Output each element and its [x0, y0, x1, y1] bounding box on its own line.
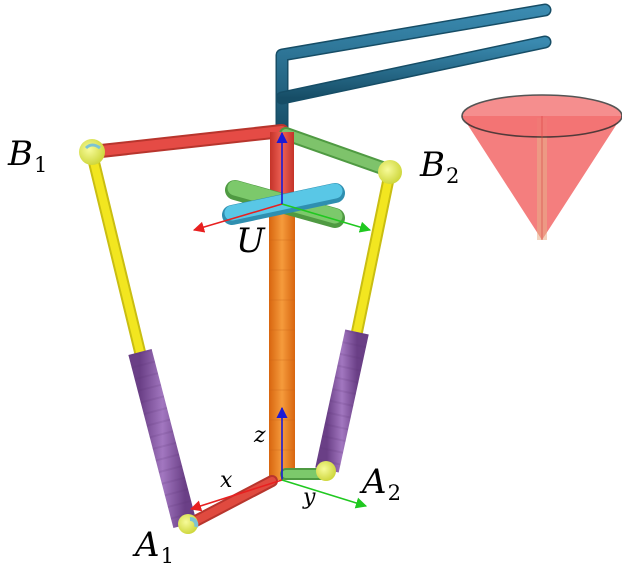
left-leg-lower [128, 348, 197, 529]
cone-end-effector [461, 94, 622, 240]
label-z: z [254, 423, 266, 448]
joint-b2 [378, 160, 402, 184]
label-u: U [236, 221, 265, 261]
u-axis-x [192, 203, 283, 233]
joint-a2 [316, 461, 336, 481]
base-axis-x [189, 479, 283, 512]
base-axis-y [281, 479, 368, 509]
label-x: x [220, 468, 233, 493]
u-axis-y [281, 203, 372, 233]
blue-frame [275, 3, 552, 139]
label-b1: B1 [8, 134, 48, 178]
label-a2: A2 [362, 462, 401, 506]
right-leg-lower [315, 329, 369, 473]
joint-b1 [79, 139, 105, 165]
joint-a1 [178, 514, 199, 534]
label-y: y [303, 485, 316, 510]
label-b2: B2 [420, 145, 460, 189]
label-a1: A1 [135, 525, 174, 569]
